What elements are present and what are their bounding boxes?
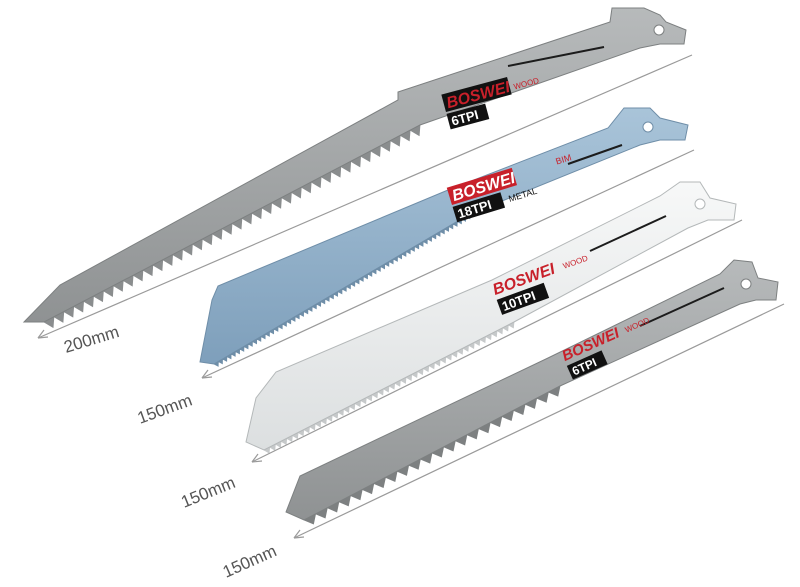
type-text: BIM [554,152,572,166]
brand-box [441,77,512,112]
blade-4: BOSWEI 6TPI WOOD [285,259,779,521]
blade-slot [589,215,667,252]
blade-slot [567,144,623,165]
dimension-line [251,219,743,463]
dimension-label: 200mm [62,322,122,357]
blade-body [285,259,779,521]
dimension-line [201,149,695,379]
brand-box [446,167,518,205]
arrow-head-icon [37,329,49,339]
arrow-head-icon [201,369,213,379]
mount-hole [694,198,706,210]
dimension-line [37,54,693,339]
blade-body [245,181,737,451]
blade-slot [639,287,725,327]
blade-body [199,107,689,365]
arrow-head-icon [251,453,263,463]
tpi-box [566,350,608,380]
dimension-label: 150mm [220,541,280,581]
dimension-4: 150mm [220,303,785,582]
blade-body [22,7,687,323]
tpi-text: 6TPI [450,107,480,129]
tpi-box [496,282,550,315]
tpi-box [452,192,506,223]
arrow-head-icon [293,529,305,539]
mount-hole [653,24,665,36]
dimension-3: 150mm [178,219,743,512]
mount-hole [642,121,654,133]
blade-2-label: BOSWEI 18TPI METAL BIM [446,152,573,223]
dimension-1: 200mm [37,54,693,357]
blade-3: BOSWEI 10TPI WOOD [245,181,737,451]
dimension-line [293,303,785,539]
tpi-box [446,103,490,130]
mount-hole [740,278,752,290]
dimension-label: 150mm [135,391,195,428]
dimension-label: 150mm [178,473,238,512]
blade-slot [507,46,605,67]
blade-1: BOSWEI 6TPI WOOD [22,7,687,323]
